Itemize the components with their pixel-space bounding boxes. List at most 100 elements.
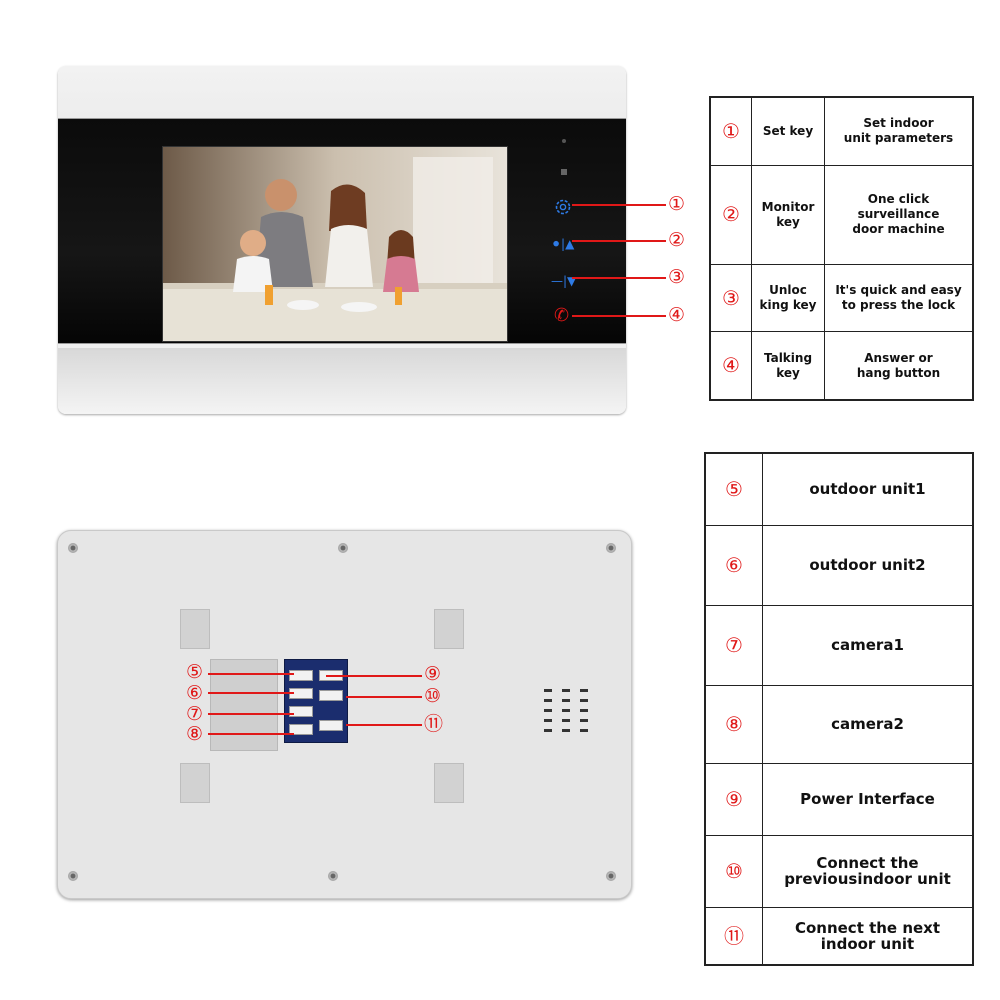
vent-slot (580, 719, 588, 722)
port-description: outdoor unit1 (762, 452, 974, 526)
vent-slot (580, 709, 588, 712)
vent-slot (580, 699, 588, 702)
screw-icon (606, 543, 616, 553)
callout-number-2: ② (668, 229, 686, 251)
person-up-icon: ⚫|▲ (551, 237, 575, 251)
key-name: Set key (751, 96, 825, 166)
table-row: ⑤ outdoor unit1 (704, 452, 974, 526)
port-description: Power Interface (762, 762, 974, 836)
port-description: outdoor unit2 (762, 524, 974, 606)
port-number: ⑧ (704, 684, 763, 764)
callout-line-4 (572, 315, 666, 317)
vent-slot (544, 699, 552, 702)
vent-slot (544, 709, 552, 712)
key-name: Talking key (751, 331, 825, 401)
connector-camera-1 (289, 706, 313, 717)
callout-number-8: ⑧ (186, 723, 204, 745)
monitor-bezel: ⚫|▲ —|▼ ✆ (58, 118, 626, 344)
unlock-key-icon[interactable]: —|▼ (551, 274, 576, 288)
callout-line-5 (208, 673, 294, 675)
table-row: ⑧ camera2 (704, 684, 974, 764)
callout-line-2 (572, 240, 666, 242)
port-description: camera1 (762, 604, 974, 686)
vent-slot (562, 729, 570, 732)
port-number: ⑦ (704, 604, 763, 686)
screw-icon (328, 871, 338, 881)
phone-handset-icon: ✆ (554, 305, 570, 326)
callout-number-6: ⑥ (186, 682, 204, 704)
connector-camera-2 (289, 724, 313, 735)
callout-number-1: ① (668, 193, 686, 215)
callout-line-9 (326, 675, 422, 677)
screw-icon (338, 543, 348, 553)
port-description: camera2 (762, 684, 974, 764)
mounting-slot (434, 763, 464, 803)
connector-board (284, 659, 348, 743)
callout-line-10 (346, 696, 422, 698)
mounting-slot (180, 763, 210, 803)
indoor-monitor-front: ⚫|▲ —|▼ ✆ (58, 66, 626, 414)
callout-line-3 (572, 277, 666, 279)
connector-next-unit (319, 720, 343, 731)
callout-number-3: ③ (668, 266, 686, 288)
vent-slot (562, 709, 570, 712)
callout-number-10: ⑩ (424, 685, 442, 707)
key-number: ④ (709, 331, 752, 401)
mounting-slot (434, 609, 464, 649)
table-row: ⑥ outdoor unit2 (704, 524, 974, 606)
key-number: ① (709, 96, 752, 166)
connector-outdoor-1 (289, 670, 313, 681)
callout-line-11 (346, 724, 422, 726)
mounting-slot (180, 609, 210, 649)
key-down-icon: —|▼ (551, 274, 577, 288)
callout-number-9: ⑨ (424, 663, 442, 685)
port-number: ⑨ (704, 762, 763, 836)
light-sensor (561, 169, 567, 175)
family-photo-image (163, 147, 507, 341)
vent-slot (580, 729, 588, 732)
key-number: ② (709, 164, 752, 266)
callout-line-8 (208, 733, 294, 735)
callout-number-5: ⑤ (186, 661, 204, 683)
vent-slot (562, 699, 570, 702)
connector-previous-unit (319, 690, 343, 701)
vent-slot (544, 729, 552, 732)
screw-icon (606, 871, 616, 881)
set-key-gear-icon[interactable] (553, 197, 573, 220)
key-number: ③ (709, 264, 752, 333)
vent-slot (562, 689, 570, 692)
monitor-bottom-frame (58, 348, 626, 414)
indoor-monitor-back (57, 530, 632, 899)
callout-line-1 (572, 204, 666, 206)
camera-lens (562, 139, 566, 143)
monitor-key-person-icon[interactable]: ⚫|▲ (551, 237, 574, 251)
talk-key-phone-icon[interactable]: ✆ (554, 307, 569, 325)
callout-number-4: ④ (668, 304, 686, 326)
gear-icon (555, 199, 571, 215)
callout-line-6 (208, 692, 294, 694)
port-function-table: ⑤ outdoor unit1 ⑥ outdoor unit2 ⑦ camera… (704, 452, 974, 966)
screw-icon (68, 871, 78, 881)
monitor-screen (162, 146, 508, 342)
port-number: ⑤ (704, 452, 763, 526)
callout-number-11: ⑪ (424, 713, 444, 735)
vent-slot (580, 689, 588, 692)
port-number: ⑪ (704, 906, 763, 966)
vent-slot (544, 689, 552, 692)
vent-slot (562, 719, 570, 722)
screw-icon (68, 543, 78, 553)
table-row: ⑨ Power Interface (704, 762, 974, 836)
